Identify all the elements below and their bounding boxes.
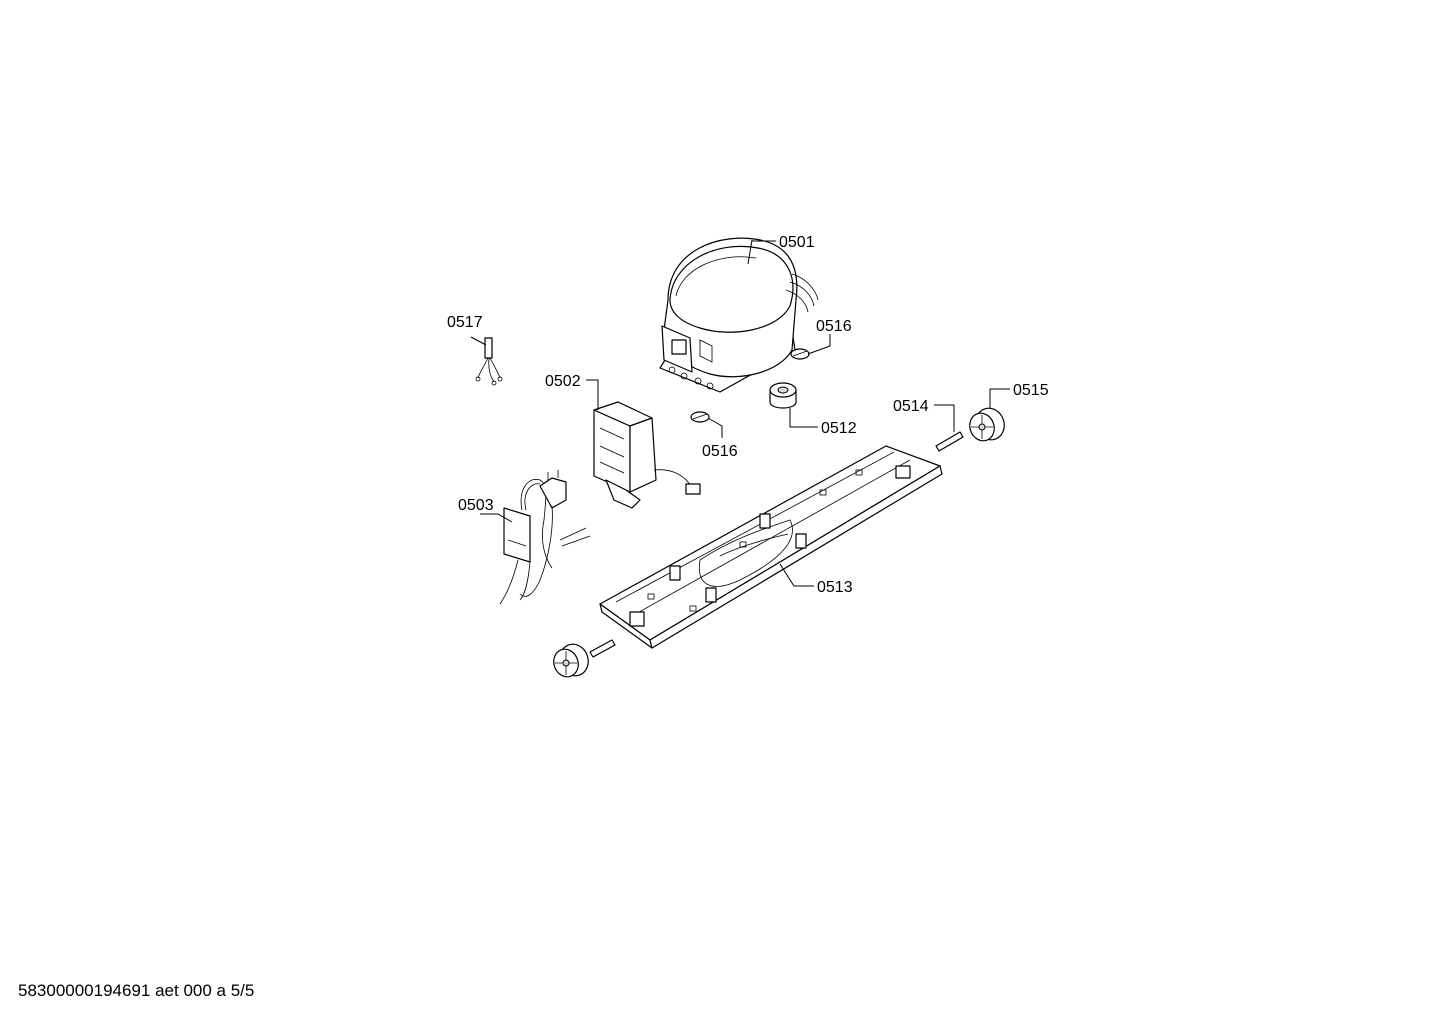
label-0512: 0512 [821, 420, 857, 437]
leader-0516-upper [807, 334, 831, 355]
label-0503: 0503 [458, 497, 494, 514]
leader-0512 [789, 408, 818, 428]
sensor-part [475, 337, 503, 386]
leader-0502 [586, 379, 599, 410]
label-0516-upper: 0516 [816, 318, 852, 335]
leader-0503 [480, 513, 513, 523]
label-0501: 0501 [779, 234, 815, 251]
grommet-part-upper [790, 348, 810, 360]
base-rail-part [599, 445, 943, 649]
relay-box-part [593, 401, 701, 509]
wheel-part-left [553, 643, 589, 678]
leader-0515 [989, 388, 1010, 408]
leader-0516-lower [707, 417, 723, 438]
leader-0514 [934, 404, 955, 432]
label-0516-lower: 0516 [702, 443, 738, 460]
label-0514: 0514 [893, 398, 929, 415]
rubber-foot-part [769, 382, 797, 409]
document-footer: 58300000194691 aet 000 a 5/5 [18, 981, 255, 1000]
label-0502: 0502 [545, 373, 581, 390]
grommet-part-lower [690, 411, 710, 423]
axle-pin-part-left [589, 639, 616, 658]
label-0517: 0517 [447, 314, 483, 331]
axle-pin-part-right [935, 431, 964, 452]
power-cord-part [499, 470, 591, 605]
leader-0513 [779, 563, 814, 587]
label-0513: 0513 [817, 579, 853, 596]
label-0515: 0515 [1013, 382, 1049, 399]
compressor-part [659, 237, 819, 393]
leader-0517 [470, 336, 487, 346]
wheel-part-right [969, 407, 1005, 442]
